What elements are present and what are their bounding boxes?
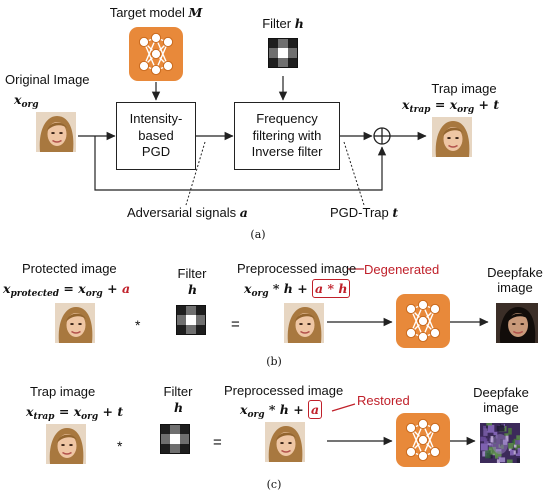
caption-a: (a) xyxy=(250,228,266,241)
filter-symbol-c: h xyxy=(174,400,184,415)
preprocessed-face-image-c xyxy=(265,422,305,462)
filter-label-b: Filter xyxy=(177,266,207,281)
restored-callout-line xyxy=(331,403,356,412)
trap-image-label-c: Trap image xyxy=(30,384,96,399)
intensity-pgd-box: Intensity- based PGD xyxy=(116,102,196,170)
equals-sign-b: = xyxy=(231,316,240,333)
trap-equation-c: xtrap = xorg + t xyxy=(26,404,124,422)
convolution-operator-c: * xyxy=(117,438,123,454)
deepfake-label-b: Deepfake image xyxy=(487,265,543,295)
trap-equation: xtrap = xorg + t xyxy=(402,97,500,115)
target-model-label: Target model M xyxy=(109,5,203,20)
filter-label-c: Filter xyxy=(163,384,193,399)
trap-image-label: Trap image xyxy=(431,81,497,96)
protected-face-image xyxy=(55,303,95,343)
trap-face-image-a xyxy=(432,117,472,157)
equals-sign-c: = xyxy=(213,434,222,451)
convolution-operator-b: * xyxy=(135,317,141,333)
protected-image-label: Protected image xyxy=(22,261,117,276)
preprocessed-image-label-b: Preprocessed image xyxy=(237,261,357,276)
caption-c: (c) xyxy=(266,478,282,491)
filter-kernel-icon xyxy=(268,38,298,73)
pgd-trap-label: PGD-Trap t xyxy=(330,205,399,220)
preprocessed-face-image-b xyxy=(284,303,324,343)
trap-face-image-c xyxy=(46,424,86,464)
filter-label: Filter h xyxy=(262,16,304,31)
original-face-image xyxy=(36,112,76,152)
neural-network-icon xyxy=(128,26,184,87)
restored-callout: Restored xyxy=(357,393,410,408)
preprocessed-equation-b: xorg * h + a * h xyxy=(244,279,351,299)
deepfake-label-c: Deepfake image xyxy=(473,385,529,415)
filter-kernel-icon-b xyxy=(176,305,206,340)
adversarial-signals-label: Adversarial signals a xyxy=(127,205,248,220)
original-image-label: Original Image xyxy=(5,72,90,87)
degenerated-callout: Degenerated xyxy=(364,262,440,277)
neural-network-icon-c xyxy=(395,412,451,473)
deepfake-face-image-b xyxy=(496,303,538,343)
preprocessed-equation-c: xorg * h + a xyxy=(240,400,323,420)
adversarial-pointer xyxy=(185,141,206,206)
protected-equation: xprotected = xorg + a xyxy=(3,281,131,299)
preprocessed-image-label-c: Preprocessed image xyxy=(224,383,344,398)
caption-b: (b) xyxy=(266,355,282,368)
x-org-symbol: xorg xyxy=(14,92,39,110)
frequency-filter-box: Frequency filtering with Inverse filter xyxy=(234,102,340,170)
filter-symbol-b: h xyxy=(188,282,198,297)
distorted-deepfake-image-c xyxy=(480,423,520,463)
neural-network-icon-b xyxy=(395,293,451,354)
filter-kernel-icon-c xyxy=(160,424,190,459)
skip-connection-arrow xyxy=(94,136,387,191)
pgd-trap-pointer xyxy=(343,141,365,206)
